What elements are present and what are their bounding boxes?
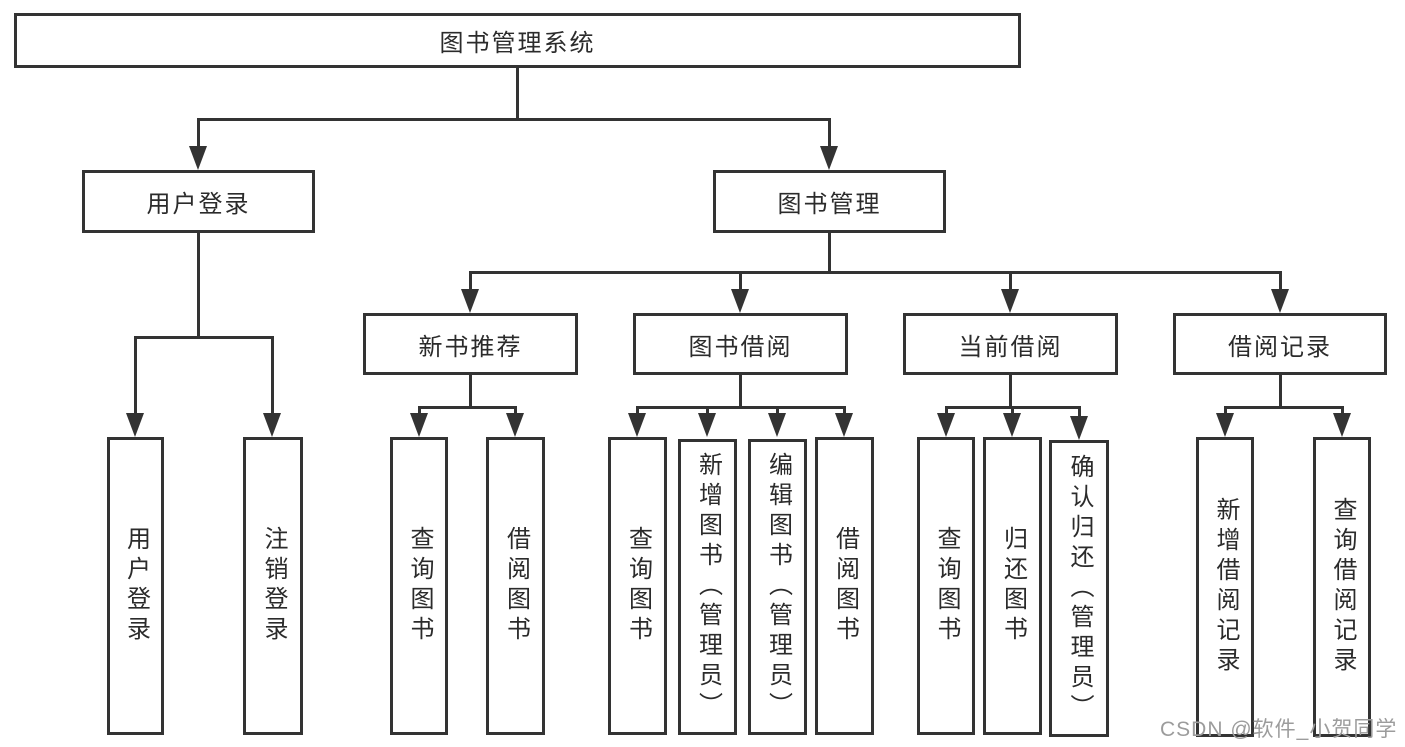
connector-line: [1009, 375, 1012, 409]
arrow-down-icon: [461, 289, 479, 313]
connector-line: [636, 406, 639, 415]
connector-line: [418, 406, 421, 415]
leaf-return-book-label: 归还图书: [999, 526, 1027, 646]
leaf-borrow-books-1: 借阅图书: [486, 437, 545, 735]
leaf-borrow-books-2: 借阅图书: [815, 437, 874, 735]
connector-line: [1078, 406, 1081, 417]
arrow-down-icon: [1001, 289, 1019, 313]
arrow-down-icon: [731, 289, 749, 313]
arrow-down-icon: [937, 413, 955, 437]
connector-line: [776, 406, 779, 415]
leaf-add-book-admin: 新增图书（管理员）: [678, 439, 737, 735]
connector-line: [418, 406, 517, 409]
connector-line: [469, 375, 472, 409]
leaf-edit-book-admin: 编辑图书（管理员）: [748, 439, 807, 735]
arrow-down-icon: [189, 146, 207, 170]
connector-line: [469, 271, 472, 291]
leaf-logout: 注销登录: [243, 437, 303, 735]
node-book-management: 图书管理: [713, 170, 946, 233]
node-root-label: 图书管理系统: [439, 30, 596, 57]
node-current-borrowing: 当前借阅: [903, 313, 1118, 375]
leaf-query-books-2: 查询图书: [608, 437, 667, 735]
connector-line: [945, 406, 948, 415]
connector-line: [197, 118, 200, 150]
arrow-down-icon: [263, 413, 281, 437]
leaf-confirm-return-admin: 确认归还（管理员）: [1049, 440, 1109, 737]
leaf-borrow-books-1-label: 借阅图书: [502, 526, 530, 646]
arrow-down-icon: [126, 413, 144, 437]
arrow-down-icon: [768, 413, 786, 437]
connector-line: [706, 406, 709, 415]
connector-line: [271, 336, 274, 414]
leaf-query-books-1: 查询图书: [390, 437, 448, 735]
connector-line: [828, 233, 831, 273]
leaf-query-books-2-label: 查询图书: [624, 526, 652, 646]
leaf-query-books-1-label: 查询图书: [406, 526, 433, 646]
node-book-borrowing-label: 图书借阅: [688, 333, 793, 361]
csdn-watermark: CSDN @软件_小贺同学: [1160, 718, 1398, 741]
arrow-down-icon: [1271, 289, 1289, 313]
connector-line: [1224, 406, 1227, 415]
connector-line: [1279, 375, 1282, 409]
node-root: 图书管理系统: [14, 13, 1021, 68]
arrow-down-icon: [835, 413, 853, 437]
leaf-return-book: 归还图书: [983, 437, 1042, 735]
node-borrowing-records: 借阅记录: [1173, 313, 1387, 375]
connector-line: [1224, 406, 1344, 409]
leaf-add-borrow-record-label: 新增借阅记录: [1212, 497, 1239, 677]
node-current-borrowing-label: 当前借阅: [958, 333, 1063, 361]
leaf-borrow-books-2-label: 借阅图书: [831, 526, 859, 646]
connector-line: [1009, 271, 1012, 291]
leaf-query-books-3: 查询图书: [917, 437, 975, 735]
node-user-login: 用户登录: [82, 170, 315, 233]
node-new-book-recommend-label: 新书推荐: [418, 333, 523, 361]
leaf-edit-book-admin-label: 编辑图书（管理员）: [764, 452, 792, 722]
node-new-book-recommend: 新书推荐: [363, 313, 578, 375]
arrow-down-icon: [628, 413, 646, 437]
leaf-user-login: 用户登录: [107, 437, 164, 735]
leaf-confirm-return-admin-label: 确认归还（管理员）: [1066, 453, 1093, 724]
leaf-logout-label: 注销登录: [260, 526, 287, 646]
connector-line: [469, 271, 1282, 274]
connector-line: [1279, 271, 1282, 291]
node-book-management-label: 图书管理: [777, 191, 882, 218]
connector-line: [197, 118, 831, 121]
connector-line: [739, 271, 742, 291]
connector-line: [516, 67, 519, 120]
arrow-down-icon: [410, 413, 428, 437]
connector-line: [636, 406, 845, 409]
arrow-down-icon: [820, 146, 838, 170]
leaf-add-book-admin-label: 新增图书（管理员）: [694, 452, 722, 722]
arrow-down-icon: [1070, 416, 1088, 440]
leaf-add-borrow-record: 新增借阅记录: [1196, 437, 1254, 737]
arrow-down-icon: [698, 413, 716, 437]
leaf-user-login-label: 用户登录: [122, 526, 150, 646]
arrow-down-icon: [1216, 413, 1234, 437]
connector-line: [514, 406, 517, 415]
leaf-query-borrow-record: 查询借阅记录: [1313, 437, 1371, 737]
leaf-query-books-3-label: 查询图书: [933, 526, 960, 646]
connector-line: [828, 118, 831, 150]
arrow-down-icon: [506, 413, 524, 437]
connector-line: [843, 406, 846, 415]
node-borrowing-records-label: 借阅记录: [1228, 333, 1332, 361]
arrow-down-icon: [1333, 413, 1351, 437]
node-book-borrowing: 图书借阅: [633, 313, 848, 375]
arrow-down-icon: [1003, 413, 1021, 437]
node-user-login-label: 用户登录: [146, 191, 251, 218]
connector-line: [134, 336, 274, 339]
connector-line: [1011, 406, 1014, 415]
connector-line: [197, 233, 200, 338]
connector-line: [1341, 406, 1344, 415]
leaf-query-borrow-record-label: 查询借阅记录: [1329, 497, 1356, 677]
connector-line: [134, 336, 137, 414]
connector-line: [739, 375, 742, 409]
